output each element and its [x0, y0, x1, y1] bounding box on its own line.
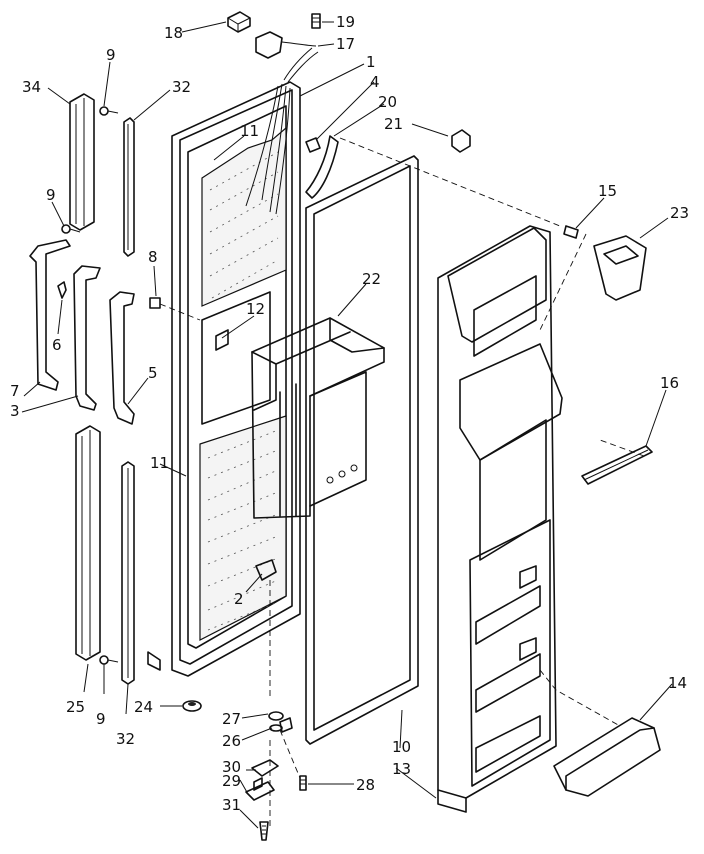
callout-labels: 18 19 17 9 34 32 1 4 20 21 11 15 23 9 8 … — [10, 13, 689, 814]
handle-bracket-3 — [73, 265, 101, 411]
callout-20: 20 — [378, 93, 397, 111]
callout-11-upper: 11 — [240, 122, 259, 140]
trim-strip-upper-34 — [69, 93, 95, 231]
callout-18: 18 — [164, 24, 183, 42]
leader-lines — [21, 21, 673, 829]
handle-bracket-5 — [109, 291, 135, 425]
callout-32-upper: 32 — [172, 78, 191, 96]
callout-15: 15 — [598, 182, 617, 200]
tube-20 — [305, 135, 339, 199]
bracket-8 — [149, 297, 161, 309]
door-liner-13 — [437, 225, 563, 813]
callout-8: 8 — [148, 248, 158, 266]
hinge-bracket-29 — [245, 777, 275, 801]
callout-9-bottom: 9 — [96, 710, 106, 728]
bushing-24 — [182, 700, 202, 712]
gasket-strip-lower-32 — [121, 461, 135, 685]
callout-28: 28 — [356, 776, 375, 794]
callout-11-lower: 11 — [150, 454, 169, 472]
callout-21: 21 — [384, 115, 403, 133]
callout-5: 5 — [148, 364, 158, 382]
callout-9-top: 9 — [106, 46, 116, 64]
screw-9-middle — [61, 224, 81, 234]
connector-plug-17 — [255, 31, 317, 59]
callout-2: 2 — [234, 590, 244, 608]
screw-19 — [311, 13, 321, 29]
callout-19: 19 — [336, 13, 355, 31]
dispenser-housing-22 — [251, 317, 385, 519]
callout-13: 13 — [392, 760, 411, 778]
handle-piece-6 — [57, 281, 67, 299]
fitting-4 — [305, 137, 321, 153]
alignment-lines — [159, 137, 645, 830]
callout-4: 4 — [370, 73, 380, 91]
callout-22: 22 — [362, 270, 381, 288]
callout-3: 3 — [10, 402, 20, 420]
washer-27 — [268, 711, 284, 721]
callout-6: 6 — [52, 336, 62, 354]
callout-10: 10 — [392, 738, 411, 756]
callout-14: 14 — [668, 674, 687, 692]
wire-connector-18 — [227, 11, 251, 33]
callout-31: 31 — [222, 796, 241, 814]
callout-27: 27 — [222, 710, 241, 728]
ice-chute-23 — [593, 235, 647, 301]
plug-21 — [451, 129, 471, 153]
door-gasket-10 — [305, 155, 419, 745]
callout-1: 1 — [366, 53, 376, 71]
hinge-plate-30 — [251, 759, 279, 777]
wiring-harness — [245, 47, 319, 215]
callout-30: 30 — [222, 758, 241, 776]
screw-31 — [259, 821, 269, 841]
trim-strip-lower-25 — [75, 425, 101, 661]
callout-9-middle: 9 — [46, 186, 56, 204]
gasket-strip-upper-32 — [123, 117, 135, 257]
callout-24: 24 — [134, 698, 153, 716]
callout-12: 12 — [246, 300, 265, 318]
handle-bracket-7 — [29, 239, 71, 391]
callout-23: 23 — [670, 204, 689, 222]
callout-34: 34 — [22, 78, 41, 96]
washer-26 — [269, 717, 293, 733]
door-inner-panel-1 — [147, 81, 301, 677]
screw-9-upper — [99, 106, 119, 116]
callout-29: 29 — [222, 772, 241, 790]
callout-26: 26 — [222, 732, 241, 750]
trim-strip-16 — [581, 445, 653, 485]
callout-17: 17 — [336, 35, 355, 53]
screw-9-lower — [99, 655, 119, 665]
door-shelf-14 — [553, 717, 661, 797]
screw-15 — [563, 225, 579, 239]
screw-28 — [299, 775, 307, 791]
callout-7: 7 — [10, 382, 20, 400]
callout-16: 16 — [660, 374, 679, 392]
callout-25: 25 — [66, 698, 85, 716]
callout-32-lower: 32 — [116, 730, 135, 748]
